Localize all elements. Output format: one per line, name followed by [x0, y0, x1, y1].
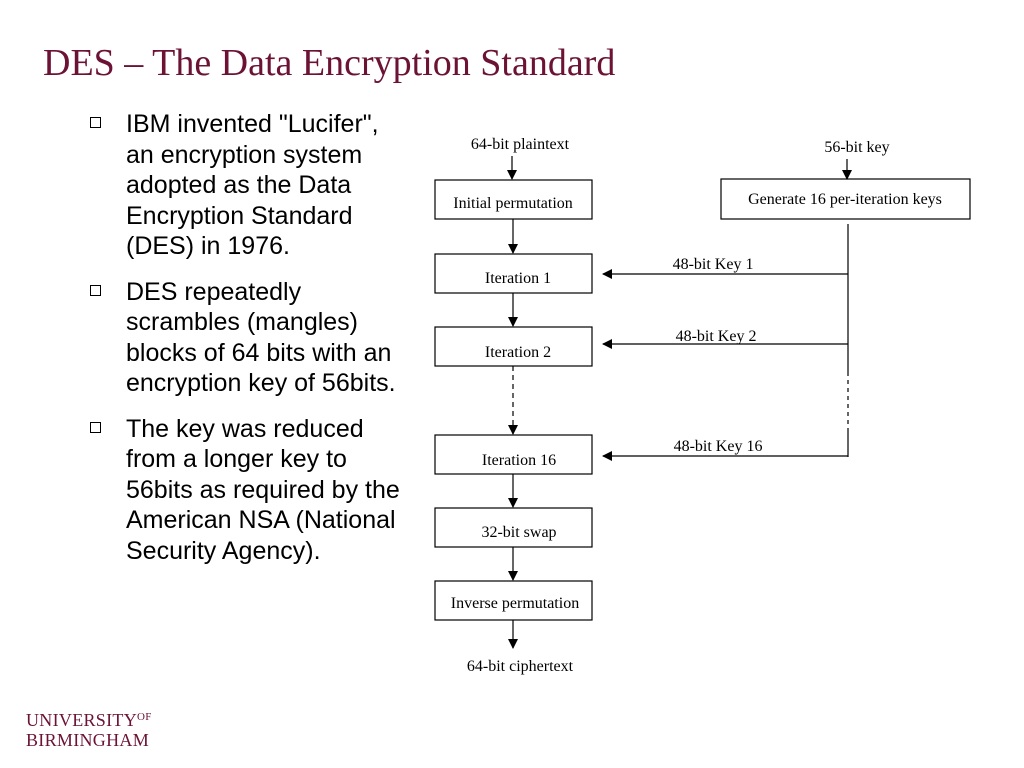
square-bullet-icon	[90, 284, 101, 296]
iteration-2-label: Iteration 2	[485, 344, 551, 361]
university-logo: UNIVERSITYOF BIRMINGHAM	[26, 707, 152, 750]
logo-line-2: BIRMINGHAM	[26, 730, 150, 750]
square-bullet-icon	[90, 421, 101, 433]
key-1-label: 48-bit Key 1	[673, 256, 754, 273]
bullet-text: DES repeatedly scrambles (mangles) block…	[126, 277, 396, 398]
bullet-item: The key was reduced from a longer key to…	[90, 414, 400, 567]
logo-line-1: UNIVERSITYOF	[26, 707, 152, 730]
initial-permutation-label: Initial permutation	[453, 195, 573, 212]
logo-university-text: UNIVERSITY	[26, 710, 137, 730]
bullet-list: IBM invented "Lucifer", an encryption sy…	[90, 109, 400, 581]
logo-of-text: OF	[137, 711, 152, 723]
key-2-label: 48-bit Key 2	[676, 328, 757, 345]
inverse-permutation-label: Inverse permutation	[451, 595, 579, 612]
bullet-item: IBM invented "Lucifer", an encryption sy…	[90, 109, 400, 262]
plaintext-label: 64-bit plaintext	[471, 136, 570, 153]
generate-keys-label: Generate 16 per-iteration keys	[748, 191, 942, 208]
bullet-item: DES repeatedly scrambles (mangles) block…	[90, 277, 400, 399]
swap-label: 32-bit swap	[481, 524, 556, 541]
key-label: 56-bit key	[824, 139, 889, 156]
iteration-1-label: Iteration 1	[485, 270, 551, 287]
iteration-16-label: Iteration 16	[482, 452, 556, 469]
bullet-text: The key was reduced from a longer key to…	[126, 414, 400, 565]
key-16-label: 48-bit Key 16	[674, 438, 763, 455]
square-bullet-icon	[90, 117, 101, 128]
bullet-text: IBM invented "Lucifer", an encryption sy…	[126, 110, 379, 260]
slide-title: DES – The Data Encryption Standard	[43, 42, 616, 84]
ciphertext-label: 64-bit ciphertext	[467, 658, 574, 675]
generate-keys-box	[720, 178, 971, 220]
